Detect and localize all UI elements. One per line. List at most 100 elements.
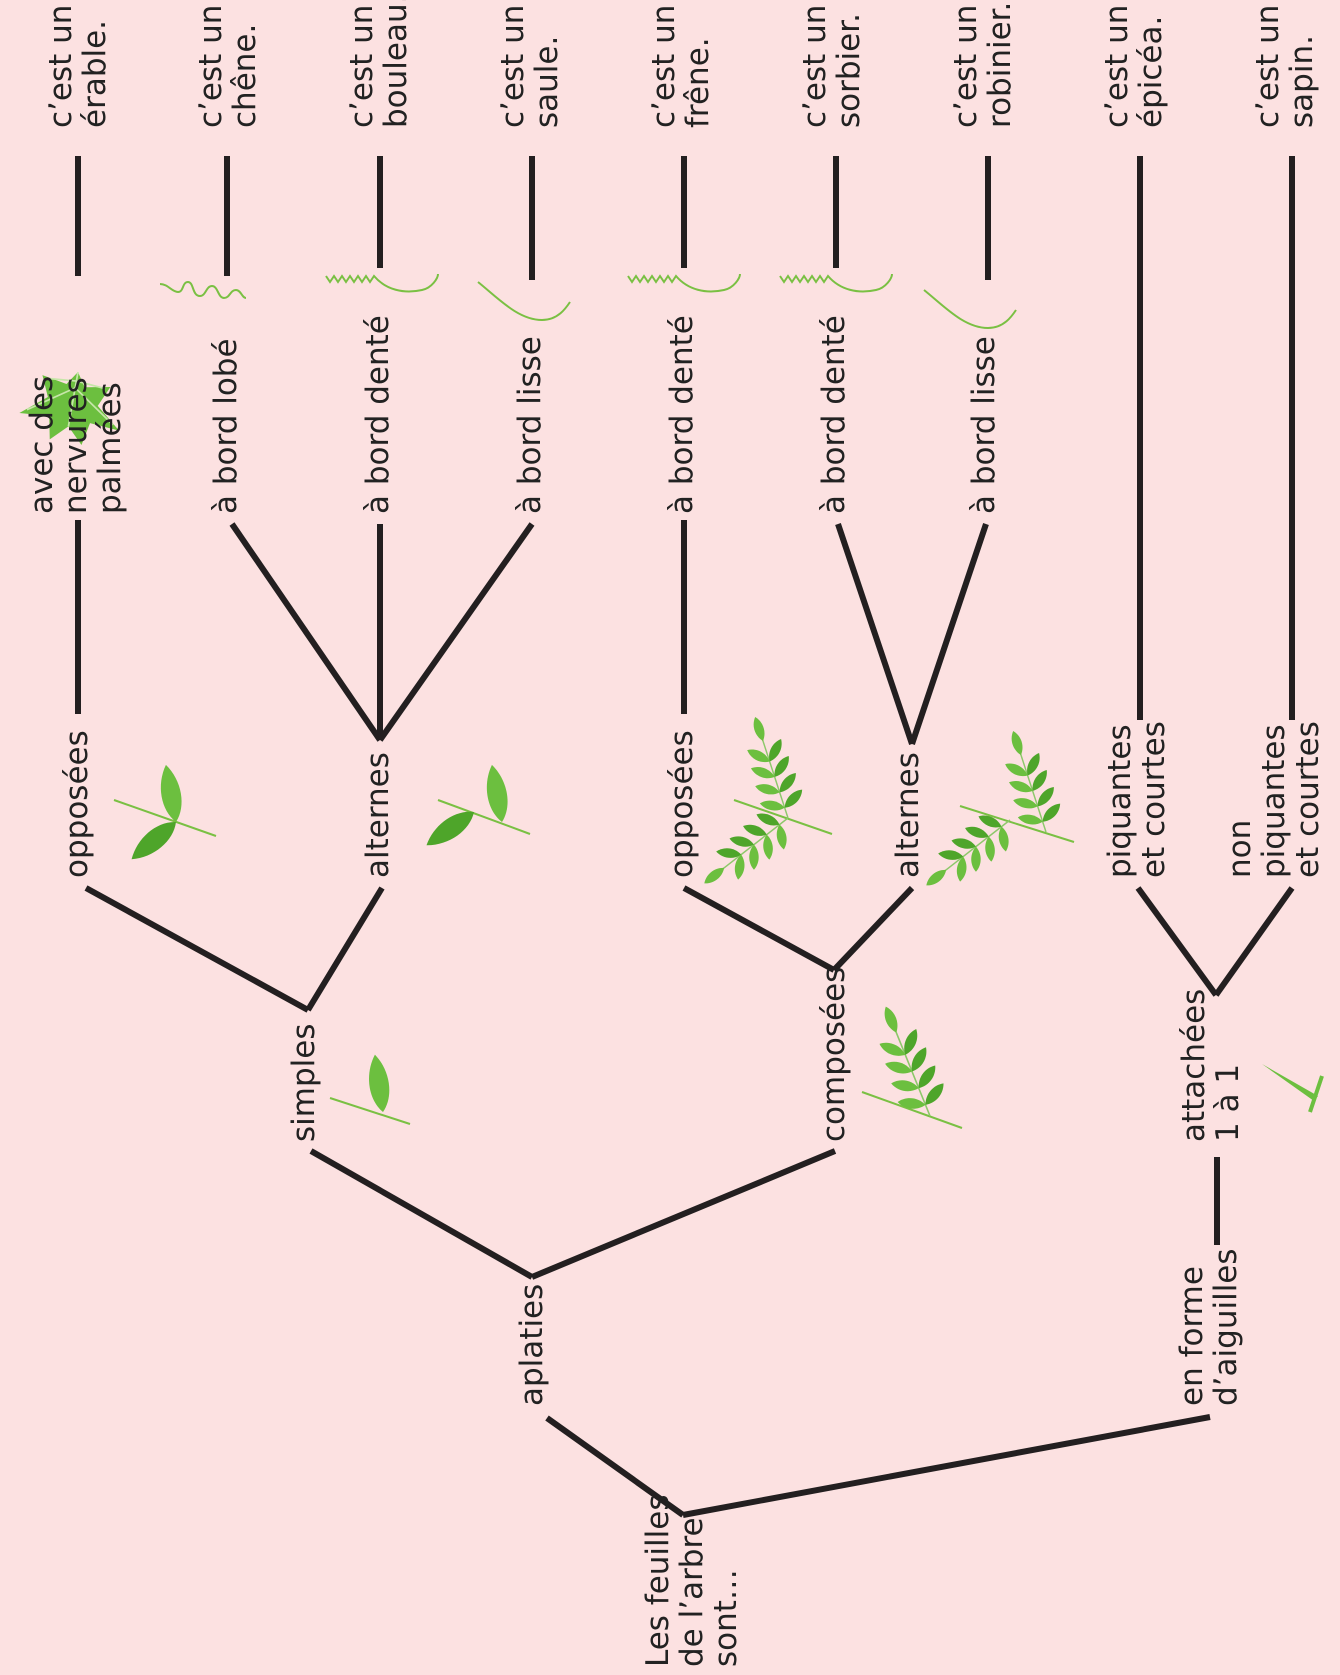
- node-piquantes: piquanteset courtes: [1102, 721, 1172, 878]
- edge-s-alternes-lobe: [229, 522, 383, 742]
- opposite-leaves-icon: [113, 763, 217, 867]
- result-sapin: c’est unsapin.: [1250, 5, 1320, 128]
- node-composees-dente-1: à bord denté: [664, 315, 700, 514]
- label-line: saule.: [529, 36, 565, 128]
- edge-root-aiguilles: [682, 1414, 1211, 1518]
- label-line: 1 à 1: [1210, 1064, 1246, 1142]
- label-line: et courtes: [1290, 721, 1326, 878]
- edge-c-alternes-lisse: [909, 523, 989, 745]
- label-line: c’est un: [1250, 5, 1286, 128]
- single-leaf-icon: [329, 1053, 411, 1125]
- label-line: aplaties: [514, 1284, 550, 1406]
- label-line: piquantes: [1256, 724, 1292, 878]
- label-line: opposées: [664, 730, 700, 878]
- toothed-margin-icon: [779, 273, 893, 293]
- label-line: bouleau.: [378, 0, 414, 128]
- edge-c-alternes-dente: [835, 523, 915, 745]
- label-line: épicéa.: [1133, 16, 1169, 128]
- edge-aplaties-composees: [530, 1148, 837, 1280]
- edge-composees-opposees: [682, 885, 836, 973]
- needle-icon: [1262, 1064, 1324, 1113]
- label-line: simples: [286, 1024, 322, 1142]
- opposite-compound-leaves-icon: [689, 709, 833, 902]
- label-line: à bord lobé: [208, 338, 244, 514]
- result-saule: c’est unsaule.: [495, 5, 565, 128]
- node-aiguilles: en formed’aiguilles: [1174, 1248, 1244, 1406]
- alternate-leaves-icon: [420, 763, 531, 854]
- label-line: piquantes: [1102, 724, 1138, 878]
- label-line: à bord lisse: [966, 336, 1002, 514]
- result-robinier: c’est unrobinier.: [948, 2, 1018, 128]
- compound-leaf-icon: [861, 996, 963, 1129]
- label-line: à bord lisse: [512, 336, 548, 514]
- label-line: non: [1222, 820, 1258, 878]
- key-branches: [75, 156, 1295, 1518]
- label-line: à bord denté: [664, 315, 700, 514]
- label-line: composées: [816, 967, 852, 1142]
- node-non-piquantes: nonpiquanteset courtes: [1222, 721, 1326, 878]
- edge-s-alternes-lisse: [377, 522, 535, 742]
- node-simples: simples: [286, 1024, 322, 1142]
- label-line: et courtes: [1136, 721, 1172, 878]
- label-line: c’est un: [43, 5, 79, 128]
- label-line: alternes: [360, 752, 396, 878]
- label-line: chêne.: [227, 24, 263, 128]
- node-composees-lisse: à bord lisse: [966, 336, 1002, 514]
- label-line: sapin.: [1284, 35, 1320, 128]
- node-composees-dente-2: à bord denté: [816, 315, 852, 514]
- smooth-margin-icon: [477, 281, 571, 322]
- edge-aplaties-simples: [309, 1148, 534, 1280]
- result-frene: c’est unfrêne.: [646, 5, 716, 128]
- edge-composees-alternes: [831, 885, 915, 973]
- label-line: alternes: [890, 752, 926, 878]
- label-line: de l’arbre: [674, 1517, 710, 1667]
- edge-root-aplaties: [545, 1415, 685, 1518]
- node-composees-alternes: alternes: [890, 752, 926, 878]
- result-erable: c’est unérable.: [43, 5, 113, 128]
- node-attachees: attachées1 à 1: [1176, 989, 1246, 1142]
- toothed-margin-icon: [325, 273, 439, 293]
- toothed-margin-icon: [627, 273, 741, 293]
- label-line: érable.: [77, 20, 113, 128]
- node-simples-opposees: opposées: [59, 730, 95, 878]
- label-line: à bord denté: [360, 315, 396, 514]
- label-line: en forme: [1174, 1266, 1210, 1406]
- label-line: c’est un: [495, 5, 531, 128]
- node-aplaties: aplaties: [514, 1284, 550, 1406]
- label-line: c’est un: [797, 5, 833, 128]
- edge-attachees-non-piquantes: [1213, 886, 1295, 997]
- label-line: Les feuilles: [640, 1495, 676, 1668]
- label-line: c’est un: [1099, 5, 1135, 128]
- leaf-illustrations: [14, 273, 1324, 1129]
- root-label: Les feuillesde l’arbresont…: [640, 1495, 744, 1668]
- smooth-margin-icon: [923, 289, 1017, 330]
- label-line: c’est un: [646, 5, 682, 128]
- node-nervures: avec desnervurespalmées: [24, 376, 128, 514]
- result-epicea: c’est unépicéa.: [1099, 5, 1169, 128]
- label-line: opposées: [59, 730, 95, 878]
- label-line: sont…: [708, 1569, 744, 1667]
- alternate-compound-leaves-icon: [911, 723, 1075, 904]
- label-line: c’est un: [344, 5, 380, 128]
- label-line: d’aiguilles: [1208, 1248, 1244, 1406]
- node-composees: composées: [816, 967, 852, 1142]
- result-sorbier: c’est unsorbier.: [797, 5, 867, 128]
- label-line: nervures: [58, 377, 94, 514]
- label-line: palmées: [92, 382, 128, 514]
- key-labels: Les feuillesde l’arbresont… aplaties en …: [24, 0, 1326, 1667]
- label-line: c’est un: [948, 5, 984, 128]
- node-simples-lisse: à bord lisse: [512, 336, 548, 514]
- node-simples-alternes: alternes: [360, 752, 396, 878]
- result-chene: c’est unchêne.: [193, 5, 263, 128]
- label-line: c’est un: [193, 5, 229, 128]
- label-line: sorbier.: [831, 13, 867, 128]
- label-line: robinier.: [982, 2, 1018, 128]
- label-line: à bord denté: [816, 315, 852, 514]
- label-line: frêne.: [680, 37, 716, 128]
- result-bouleau: c’est unbouleau.: [344, 0, 414, 128]
- label-line: attachées: [1176, 989, 1212, 1142]
- edge-simples-alternes: [305, 886, 385, 1012]
- node-simples-lobe: à bord lobé: [208, 338, 244, 514]
- node-simples-dente: à bord denté: [360, 315, 396, 514]
